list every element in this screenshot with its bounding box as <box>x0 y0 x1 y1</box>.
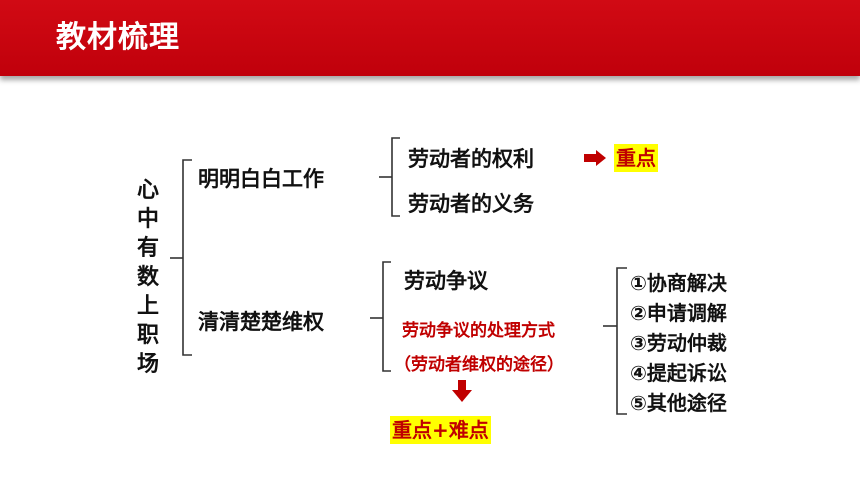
step-item-mediation: ②申请调解 <box>630 301 727 325</box>
root-bracket <box>182 159 192 356</box>
header-bar: 教材梳理 <box>0 0 860 76</box>
branch2-item-method: 劳动争议的处理方式 <box>402 321 555 341</box>
highlight-badge-key: 重点 <box>614 144 658 172</box>
mindmap-root: 心中有数上职场 <box>136 178 159 377</box>
branch2-item-dispute: 劳动争议 <box>404 269 488 293</box>
step-item-other: ⑤其他途径 <box>630 391 727 415</box>
highlight-badge-key-difficult: 重点+难点 <box>390 416 491 444</box>
step-item-negotiate: ①协商解决 <box>630 271 727 295</box>
step-item-litigation: ④提起诉讼 <box>630 361 727 385</box>
branch1-item-duties: 劳动者的义务 <box>408 192 534 216</box>
branch2-bracket <box>382 261 391 372</box>
page-title: 教材梳理 <box>56 20 180 55</box>
branch1-bracket <box>391 137 400 217</box>
branch2-label: 清清楚楚维权 <box>198 310 324 334</box>
branch1-item-rights: 劳动者的权利 <box>408 147 534 171</box>
branch1-label: 明明白白工作 <box>198 167 324 191</box>
down-arrow-icon <box>452 380 472 402</box>
steps-bracket <box>616 267 627 415</box>
branch2-item-method-note: （劳动者维权的途径） <box>394 355 564 375</box>
right-arrow-icon <box>584 150 606 166</box>
step-item-arbitration: ③劳动仲裁 <box>630 331 727 355</box>
